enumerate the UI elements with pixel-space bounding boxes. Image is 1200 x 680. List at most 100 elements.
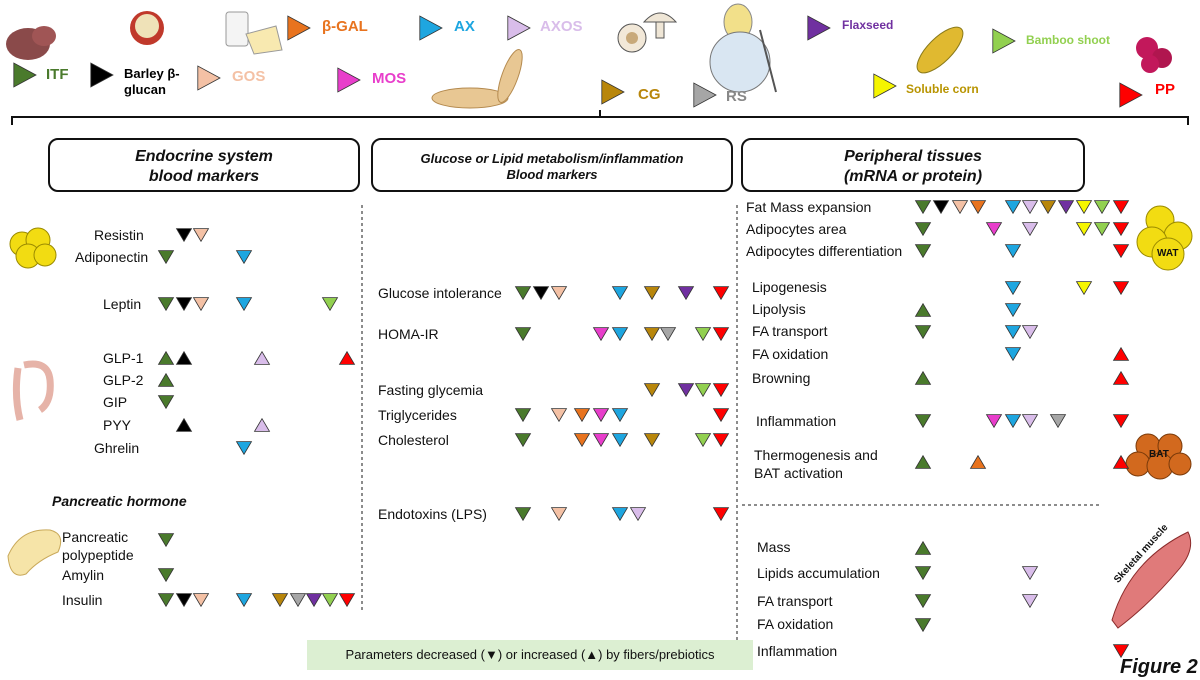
effect-marker-adiponectin-ax [235, 250, 253, 265]
effect-marker-insulin-rs [289, 593, 307, 608]
row-label: Insulin [62, 592, 103, 608]
effect-marker-insulin-barley-glucan [175, 593, 193, 608]
row-label: Lipids accumulation [757, 565, 880, 581]
effect-marker-lipolysis-itf [914, 302, 932, 317]
legend-marker-pp [1119, 82, 1143, 108]
legend-label-itf: ITF [46, 66, 69, 83]
legend-marker-ax [419, 15, 443, 41]
effect-marker-pyy-barley-glucan [175, 417, 193, 432]
row-label: Amylin [62, 567, 105, 583]
effect-marker-thermogenesis-and-bat-activation-itf [914, 454, 932, 469]
effect-marker-triglycerides-mos [592, 408, 610, 423]
legend-label-rs: RS [726, 88, 747, 105]
effect-marker-glucose-intolerance-gos [550, 286, 568, 301]
effect-marker-triglycerides-gos [550, 408, 568, 423]
row-label: Lipogenesis [752, 279, 827, 295]
row-label: Adipocytes area [746, 221, 847, 237]
legend-label-flaxseed: Flaxseed [842, 18, 894, 32]
effect-marker-adipocytes-differentiation-itf [914, 244, 932, 259]
effect-marker-cholesterol-mos [592, 433, 610, 448]
legend-label-soluble-corn: Soluble corn [906, 82, 979, 96]
effect-marker-resistin-barley-glucan [175, 228, 193, 243]
effect-marker-amylin-itf [157, 568, 175, 583]
effect-marker-homa-ir-mos [592, 327, 610, 342]
effect-marker-fat-mass-expansion-ax [1004, 200, 1022, 215]
row-label: Inflammation [756, 413, 837, 429]
effect-marker-fat-mass-expansion-pp [1112, 200, 1130, 215]
effect-marker-thermogenesis-and-bat-activation-pp [1112, 454, 1130, 469]
header-peripheral-line2: (mRNA or protein) [843, 168, 983, 185]
header-peripheral: Peripheral tissues (mRNA or protein) [741, 138, 1085, 192]
effect-marker-thermogenesis-and-bat-activation-gal [969, 454, 987, 469]
effect-marker-inflammation-rs [1049, 414, 1067, 429]
legend-label-bamboo: Bamboo shoot [1026, 33, 1110, 47]
row-label: Cholesterol [378, 432, 449, 448]
header-endocrine: Endocrine system blood markers [48, 138, 360, 192]
effect-marker-adipocytes-differentiation-pp [1112, 244, 1130, 259]
pancreas-image [7, 529, 62, 576]
legend-marker-axos [507, 15, 531, 41]
effect-marker-fa-transport-ax [1004, 325, 1022, 340]
effect-marks [157, 200, 1130, 659]
legend-label-pp: PP [1155, 81, 1176, 98]
header-peripheral-line1: Peripheral tissues [844, 148, 982, 165]
barley-bowl-image [130, 11, 164, 45]
row-label: Triglycerides [378, 407, 457, 423]
effect-marker-insulin-cg [271, 593, 289, 608]
figure-label: Figure 2 [1120, 656, 1198, 678]
legend-label-cg: CG [638, 86, 661, 103]
legend-marker-flaxseed [807, 15, 831, 41]
effect-marker-glucose-intolerance-cg [643, 286, 661, 301]
row-label: FA oxidation [752, 346, 829, 362]
legend-label-barley: Barley β-glucan [124, 66, 180, 97]
effect-marker-inflammation-axos [1021, 414, 1039, 429]
effect-marker-adipocytes-area-itf [914, 222, 932, 237]
row-label: HOMA-IR [378, 326, 439, 342]
effect-marker-leptin-barley-glucan [175, 297, 193, 312]
legend-note: Parameters decreased (▼) or increased (▲… [307, 640, 753, 670]
raspberries-image [1136, 37, 1172, 73]
mushroom-image [617, 12, 678, 53]
effect-marker-endotoxins-lps-pp [712, 507, 730, 522]
effect-marker-lipogenesis-soluble-corn [1075, 281, 1093, 296]
effect-marker-inflammation-ax [1004, 414, 1022, 429]
row-label: Browning [752, 370, 811, 386]
legend-marker-itf [13, 62, 37, 88]
effect-marker-leptin-itf [157, 297, 175, 312]
row-label: Leptin [103, 296, 142, 312]
bat-label: BAT [1149, 449, 1169, 460]
row-label: Fat Mass expansion [746, 199, 872, 215]
legend-marker-barley-glucan [90, 62, 114, 88]
effect-marker-adipocytes-area-axos [1021, 222, 1039, 237]
effect-marker-leptin-gos [192, 297, 210, 312]
row-label: Fasting glycemia [378, 382, 484, 398]
bat-image [1125, 433, 1192, 480]
adipocytes-image [9, 227, 57, 269]
effect-marker-cholesterol-gal [573, 433, 591, 448]
legend-marks [13, 15, 1143, 108]
effect-marker-pyy-axos [253, 417, 271, 432]
effect-marker-mass-itf [914, 540, 932, 555]
jerusalem-artichoke-image [6, 26, 56, 60]
legend-marker-gal [287, 15, 311, 41]
legend-marker-soluble-corn [873, 73, 897, 99]
legend-label-axos: AXOS [540, 18, 583, 35]
effect-marker-glp-1-pp [338, 350, 356, 365]
effect-marker-insulin-gos [192, 593, 210, 608]
effect-marker-triglycerides-pp [712, 408, 730, 423]
effect-marker-insulin-bamboo-shoot [321, 593, 339, 608]
effect-marker-glucose-intolerance-barley-glucan [532, 286, 550, 301]
effect-marker-triglycerides-ax [611, 408, 629, 423]
effect-marker-adipocytes-area-mos [985, 222, 1003, 237]
effect-marker-fat-mass-expansion-barley-glucan [932, 200, 950, 215]
row-label: Mass [757, 539, 791, 555]
effect-marker-glucose-intolerance-pp [712, 286, 730, 301]
effect-marker-browning-pp [1112, 370, 1130, 385]
effect-marker-fat-mass-expansion-bamboo-shoot [1093, 200, 1111, 215]
effect-marker-fat-mass-expansion-gal [969, 200, 987, 215]
effect-marker-glp-2-itf [157, 372, 175, 387]
effect-marker-adipocytes-differentiation-ax [1004, 244, 1022, 259]
effect-marker-fat-mass-expansion-gos [951, 200, 969, 215]
effect-marker-fa-oxidation-ax [1004, 347, 1022, 362]
